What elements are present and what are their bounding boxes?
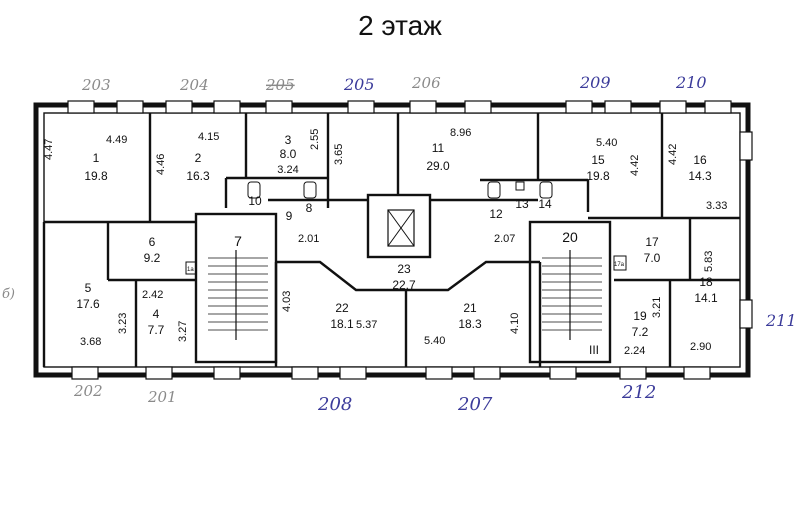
- label-1a: 1а: [187, 267, 194, 273]
- room-number: 11: [432, 141, 445, 155]
- room-dim: 3.33: [706, 200, 727, 212]
- room-dim: 3.27: [177, 321, 189, 342]
- room-area: 29.0: [426, 159, 450, 173]
- room-area: 19.8: [586, 169, 610, 183]
- sanitary-fixtures: [247, 181, 553, 199]
- room-number: 7: [234, 233, 242, 249]
- room-dim: 4.47: [43, 139, 55, 160]
- room-number: 23: [397, 262, 411, 276]
- room-dim: 2.24: [624, 345, 645, 357]
- handwritten-numbers: 203 204 205 205 206 209 210 202 201 208 …: [2, 73, 797, 415]
- room-dim: 4.10: [509, 313, 521, 334]
- room-number: 17: [645, 235, 659, 249]
- room-area: 22.7: [392, 278, 416, 292]
- hw-label: 210: [675, 73, 707, 92]
- room-area: 7.7: [148, 323, 165, 337]
- stair-mark: III: [589, 343, 599, 357]
- room-dim: 5.40: [424, 335, 445, 347]
- room-number: 14: [538, 197, 552, 211]
- side-windows: [739, 131, 753, 329]
- room-number: 10: [248, 194, 262, 208]
- hw-label: 205: [265, 76, 295, 94]
- room-area: 8.0: [280, 147, 297, 161]
- room-area: 7.2: [632, 325, 649, 339]
- hw-label: 206: [411, 74, 441, 92]
- room-dim: 2.01: [298, 233, 319, 245]
- room-dim: 2.07: [494, 233, 515, 245]
- room-dim: 8.96: [450, 127, 471, 139]
- room-number: 1: [93, 151, 100, 165]
- room-dim: 5.40: [596, 137, 617, 149]
- room-number: 19: [633, 309, 647, 323]
- room-dim: 4.49: [106, 134, 127, 146]
- room-number: 12: [489, 207, 503, 221]
- room-number: 5: [85, 281, 92, 295]
- room-number: 8: [306, 201, 313, 215]
- room-area: 7.0: [644, 251, 661, 265]
- room-dim: 3.65: [333, 144, 345, 165]
- hw-label: 211: [765, 311, 797, 330]
- hw-label: 208: [317, 394, 352, 415]
- room-area: 14.1: [694, 291, 718, 305]
- room-number: 18: [699, 275, 713, 289]
- room-dim: 3.21: [651, 297, 663, 318]
- hw-label: 209: [579, 73, 611, 92]
- lift-shaft: [366, 193, 432, 259]
- top-windows: [67, 100, 732, 114]
- room-dim: 4.03: [281, 291, 293, 312]
- room-number: 6: [149, 235, 156, 249]
- room-dim: 2.42: [142, 289, 163, 301]
- room-number: 9: [286, 209, 293, 223]
- hw-label: 207: [457, 394, 493, 415]
- room-number: 16: [693, 153, 707, 167]
- room-dim: 3.68: [80, 336, 101, 348]
- room-dim: 3.23: [117, 313, 129, 334]
- room-area: 18.3: [458, 317, 482, 331]
- room-dim: 5.83: [703, 251, 715, 272]
- hw-label: 201: [147, 388, 177, 406]
- room-number: 22: [335, 301, 349, 315]
- room-area: 14.3: [688, 169, 712, 183]
- hw-label: 204: [179, 76, 209, 94]
- box-17a: [613, 255, 627, 271]
- room-number: 3: [285, 133, 292, 147]
- room-dim: 4.46: [155, 154, 167, 175]
- hw-label: 202: [73, 382, 103, 400]
- room-dim: 4.42: [629, 155, 641, 176]
- room-dim: 4.42: [667, 144, 679, 165]
- room-number: 13: [515, 197, 529, 211]
- room-area: 16.3: [186, 169, 210, 183]
- stair-20: [528, 220, 612, 364]
- room-dim: 5.37: [356, 319, 377, 331]
- bottom-windows: [71, 366, 711, 380]
- room-area: 9.2: [144, 251, 161, 265]
- room-area: 17.6: [76, 297, 100, 311]
- room-number: 20: [562, 229, 578, 245]
- box-1a: [185, 261, 197, 275]
- room-area: 19.8: [84, 169, 108, 183]
- room-dim: 3.24: [277, 164, 298, 176]
- hw-label: 212: [621, 382, 656, 403]
- room-dim: 4.15: [198, 131, 219, 143]
- exterior-wall: [33, 102, 751, 378]
- room-area: 18.1: [330, 317, 354, 331]
- room-number: 15: [591, 153, 605, 167]
- hw-label: б): [2, 287, 15, 302]
- room-dim: 2.90: [690, 341, 711, 353]
- room-number: 2: [195, 151, 202, 165]
- page-title: 2 этаж: [358, 10, 442, 41]
- room-number: 21: [463, 301, 477, 315]
- room-dim: 2.55: [309, 129, 321, 150]
- room-number: 4: [153, 307, 160, 321]
- hw-label: 205: [343, 75, 375, 94]
- hw-label: 203: [81, 76, 111, 94]
- label-17a: 17а: [614, 262, 625, 268]
- stair-7: [194, 212, 278, 364]
